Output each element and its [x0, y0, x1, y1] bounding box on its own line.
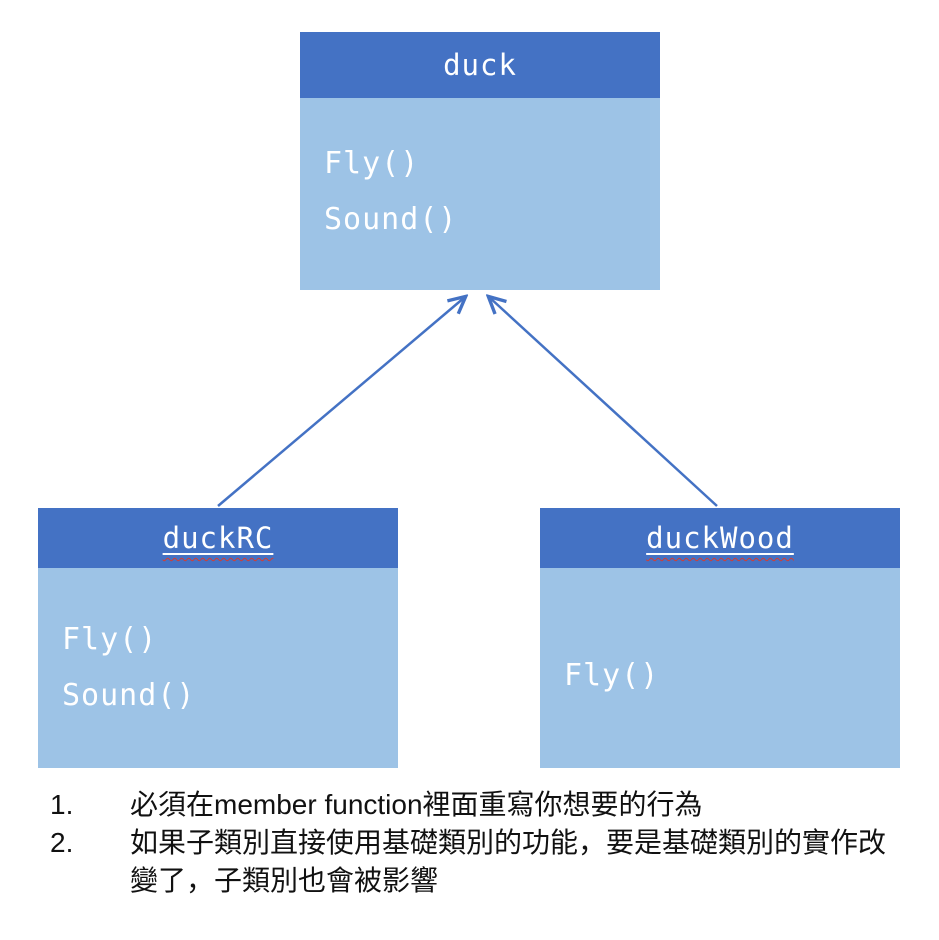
method-sound: Sound()	[62, 678, 196, 713]
class-body-duckwood: Fly()	[540, 568, 900, 704]
class-header-duckwood: duckWood	[540, 508, 900, 568]
class-body-duck: Fly() Sound()	[300, 98, 660, 248]
method-fly: Fly()	[564, 658, 660, 693]
note-text-2: 如果子類別直接使用基礎類別的功能，要是基礎類別的實作改變了，子類別也會被影響	[130, 827, 887, 896]
method-fly: Fly()	[324, 146, 420, 181]
class-box-duckrc: duckRC Fly() Sound()	[38, 508, 398, 768]
note-text-1: 必須在member function裡面重寫你想要的行為	[130, 789, 703, 820]
note-item-2: 2. 如果子類別直接使用基礎類別的功能，要是基礎類別的實作改變了，子類別也會被影…	[50, 824, 895, 900]
class-title-duckrc-text: duckRC	[162, 521, 274, 555]
notes-list: 1. 必須在member function裡面重寫你想要的行為 2. 如果子類別…	[50, 786, 895, 900]
note-number-2: 2.	[50, 827, 74, 858]
note-number-1: 1.	[50, 789, 74, 820]
class-header-duck: duck	[300, 32, 660, 98]
method-fly: Fly()	[62, 622, 158, 657]
arrow-duckwood-to-duck	[489, 297, 718, 507]
class-body-duckrc: Fly() Sound()	[38, 568, 398, 724]
arrow-duckrc-to-duck	[217, 297, 465, 507]
class-title-duck: duck	[443, 48, 517, 82]
class-box-duckwood: duckWood Fly()	[540, 508, 900, 768]
method-sound: Sound()	[324, 202, 458, 237]
note-item-1: 1. 必須在member function裡面重寫你想要的行為	[50, 786, 895, 824]
class-header-duckrc: duckRC	[38, 508, 398, 568]
class-title-duckwood-text: duckWood	[646, 521, 794, 555]
class-title-duckrc: duckRC	[163, 521, 274, 555]
class-title-duckwood: duckWood	[646, 521, 794, 555]
class-box-duck: duck Fly() Sound()	[300, 32, 660, 290]
